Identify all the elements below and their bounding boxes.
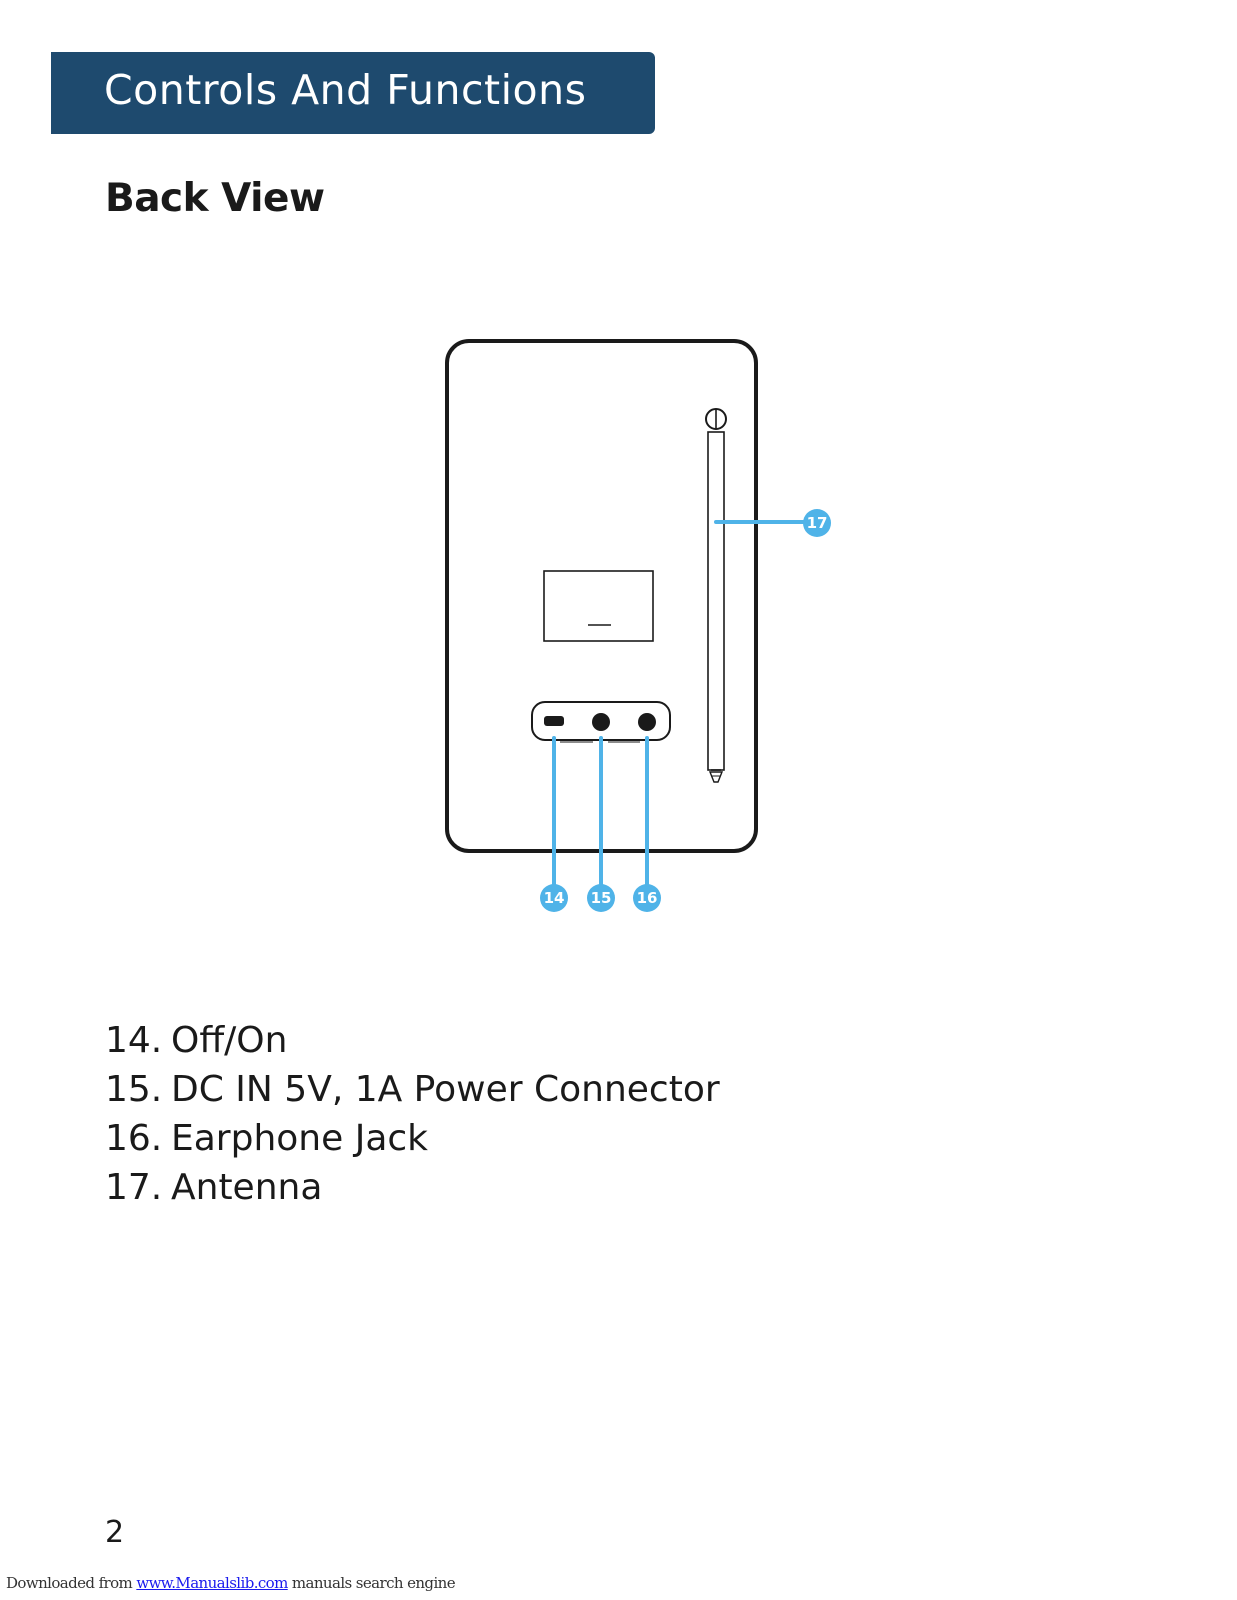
callout-badge-15: 15 bbox=[587, 884, 615, 912]
footer-suffix: manuals search engine bbox=[287, 1574, 456, 1592]
section-header-title: Controls And Functions bbox=[104, 66, 587, 114]
legend-item: 16. Earphone Jack bbox=[105, 1114, 720, 1163]
page-number: 2 bbox=[105, 1515, 125, 1550]
download-footer: Downloaded from www.Manualslib.com manua… bbox=[6, 1574, 456, 1592]
legend-item-number: 16. bbox=[105, 1118, 163, 1159]
antenna-drawing bbox=[705, 408, 727, 783]
legend-item: 17. Antenna bbox=[105, 1163, 720, 1212]
power-switch-slot bbox=[544, 716, 564, 726]
legend-item-label: Earphone Jack bbox=[171, 1118, 429, 1159]
manualslib-link[interactable]: www.Manualslib.com bbox=[136, 1574, 288, 1592]
callout-number: 16 bbox=[637, 889, 658, 907]
callout-badge-17: 17 bbox=[803, 509, 831, 537]
legend-item-label: DC IN 5V, 1A Power Connector bbox=[171, 1069, 720, 1110]
callout-number: 14 bbox=[544, 889, 565, 907]
label-window bbox=[543, 570, 654, 642]
legend-item-number: 14. bbox=[105, 1020, 163, 1061]
legend-item: 14. Off/On bbox=[105, 1016, 720, 1065]
controls-legend-list: 14. Off/On 15. DC IN 5V, 1A Power Connec… bbox=[105, 1016, 720, 1212]
callout-badge-14: 14 bbox=[540, 884, 568, 912]
callout-badge-16: 16 bbox=[633, 884, 661, 912]
section-header-band: Controls And Functions bbox=[51, 52, 655, 134]
legend-item-label: Off/On bbox=[171, 1020, 288, 1061]
legend-item-label: Antenna bbox=[171, 1167, 323, 1208]
dc-in-port-hole bbox=[592, 713, 610, 731]
legend-item-number: 17. bbox=[105, 1167, 163, 1208]
footer-prefix: Downloaded from bbox=[6, 1574, 137, 1592]
back-view-diagram: 14 15 16 17 bbox=[445, 339, 831, 912]
earphone-jack-hole bbox=[638, 713, 656, 731]
page-subtitle: Back View bbox=[105, 176, 325, 221]
callout-number: 17 bbox=[807, 514, 828, 532]
callout-number: 15 bbox=[591, 889, 612, 907]
legend-item: 15. DC IN 5V, 1A Power Connector bbox=[105, 1065, 720, 1114]
legend-item-number: 15. bbox=[105, 1069, 163, 1110]
